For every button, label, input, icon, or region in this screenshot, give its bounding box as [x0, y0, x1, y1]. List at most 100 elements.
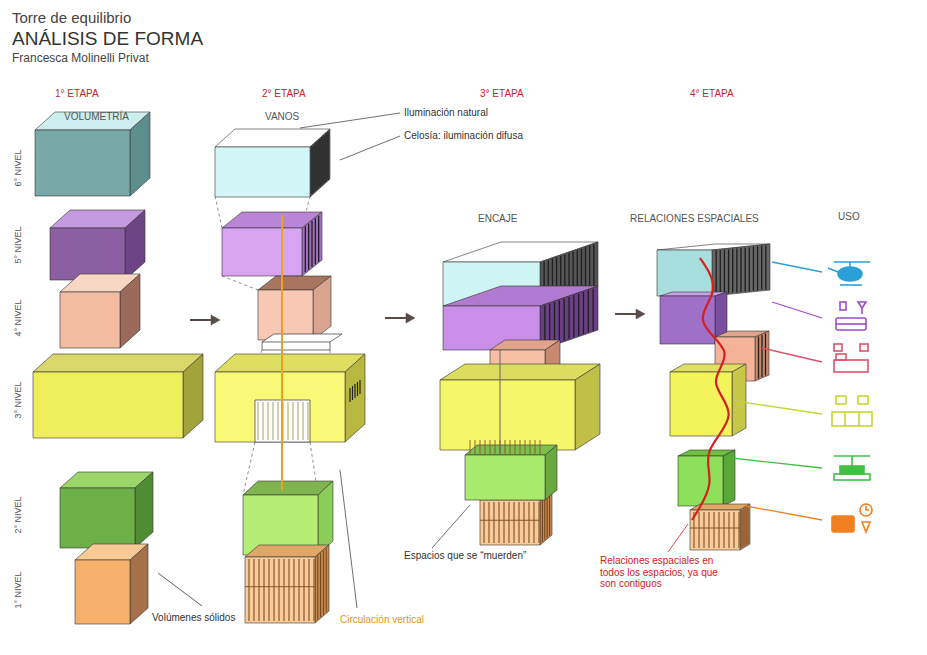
- volume-face: [690, 510, 740, 550]
- leader-line: [245, 586, 315, 587]
- volume-face: [406, 313, 415, 323]
- use-icon: [834, 456, 870, 480]
- leader-line: [547, 495, 548, 538]
- stage-heading: 2° ETAPA: [262, 88, 306, 100]
- leader-line: [554, 302, 555, 344]
- leader-line: [530, 440, 531, 455]
- volume-face: [740, 504, 750, 550]
- volume-face: [130, 544, 148, 624]
- leader-line: [470, 440, 471, 455]
- volume: [443, 286, 598, 350]
- leader-line: [288, 402, 289, 440]
- use-icon: [828, 262, 870, 285]
- leader-line: [498, 502, 499, 543]
- leader-line: [744, 248, 745, 292]
- volume: [222, 212, 322, 276]
- leader-line: [583, 292, 584, 334]
- leader-line: [564, 299, 565, 341]
- volume-face: [440, 380, 575, 450]
- leader-line: [311, 221, 312, 267]
- volume-face: [211, 315, 220, 325]
- stage-name: RELACIONES ESPACIALES: [630, 213, 759, 225]
- leader-line: [321, 137, 322, 185]
- leader-line: [330, 342, 331, 350]
- leader-line: [723, 512, 724, 548]
- volume-face: [575, 364, 600, 450]
- volume: [258, 276, 331, 340]
- leader-line: [308, 224, 309, 270]
- leader-line: [480, 520, 540, 521]
- volume: [215, 354, 365, 442]
- leader-line: [542, 499, 543, 542]
- leader-line: [293, 559, 294, 621]
- volume-face: [657, 250, 712, 296]
- volume: [35, 112, 150, 196]
- leader-line: [315, 218, 316, 264]
- leader-line: [690, 528, 740, 529]
- leader-line: [495, 440, 496, 455]
- leader-line: [317, 556, 318, 620]
- leader-line: [253, 559, 254, 621]
- subtitle: Torre de equilibrio: [12, 9, 131, 26]
- leader-line: [262, 342, 263, 350]
- use-icon: [836, 302, 866, 330]
- leader-line: [533, 502, 534, 543]
- volume-face: [135, 472, 153, 548]
- leader-line: [510, 440, 511, 455]
- leader-line: [305, 226, 306, 272]
- volume: [465, 445, 557, 500]
- leader-line: [772, 302, 822, 318]
- leader-line: [222, 276, 258, 290]
- volume-face: [732, 364, 746, 436]
- leader-line: [490, 440, 491, 455]
- volume-face: [545, 445, 557, 500]
- volume-face: [440, 364, 600, 380]
- leader-line: [724, 250, 725, 294]
- level-label: 5° NIVEL: [13, 226, 23, 263]
- leader-line: [248, 559, 249, 621]
- volume: [243, 481, 333, 555]
- stage-name: USO: [838, 211, 860, 223]
- leader-line: [311, 146, 312, 194]
- use-icon: [832, 504, 872, 532]
- volume-face: [50, 228, 125, 280]
- volume: [440, 364, 600, 450]
- leader-line: [746, 507, 747, 545]
- volume-face: [60, 488, 135, 548]
- leader-line: [281, 215, 283, 490]
- volume: [245, 545, 329, 623]
- volume-face: [215, 354, 365, 372]
- stage-heading: 4° ETAPA: [690, 88, 734, 100]
- leader-line: [718, 512, 719, 548]
- leader-line: [559, 300, 560, 342]
- leader-line: [357, 382, 358, 396]
- volume: [215, 129, 330, 197]
- stage-name: ENCAJE: [478, 213, 517, 225]
- leader-line: [258, 559, 259, 621]
- callout-note: Volúmenes sólidos: [152, 612, 235, 624]
- leader-line: [523, 502, 524, 543]
- leader-line: [340, 136, 400, 160]
- leader-line: [738, 512, 739, 548]
- volume-face: [258, 290, 313, 340]
- leader-line: [772, 262, 822, 272]
- leader-line: [715, 251, 716, 295]
- volume-face: [183, 354, 203, 438]
- leader-line: [589, 246, 590, 288]
- volume-face: [60, 292, 120, 348]
- leader-line: [698, 512, 699, 548]
- level-label: 6° NIVEL: [13, 149, 23, 186]
- use-icon: [834, 344, 868, 372]
- volume: [60, 274, 140, 348]
- volume-face: [670, 372, 732, 436]
- leader-line: [573, 295, 574, 337]
- leader-line: [518, 502, 519, 543]
- relation-curve: [692, 258, 729, 520]
- leader-line: [593, 244, 594, 286]
- volume-face: [712, 244, 770, 296]
- stage-name: VANOS: [265, 111, 299, 123]
- leader-line: [326, 548, 327, 612]
- stage-heading: 3° ETAPA: [480, 88, 524, 100]
- volume-face: [215, 147, 310, 197]
